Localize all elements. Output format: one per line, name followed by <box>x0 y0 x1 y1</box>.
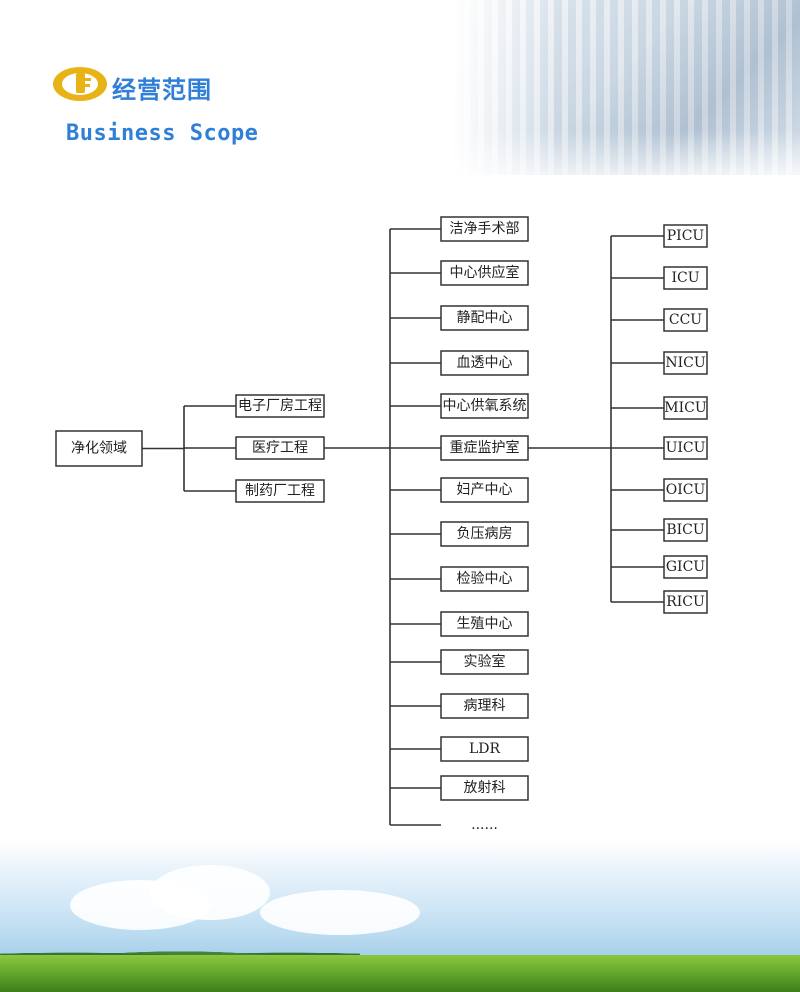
level2-node: 静配中心 <box>440 305 529 331</box>
node-box <box>440 350 529 376</box>
node-label: 中心供氧系统 <box>443 398 527 414</box>
node-box <box>663 590 708 614</box>
node-label: 洁净手术部 <box>450 221 520 237</box>
node-box <box>440 736 529 762</box>
node-label: 病理科 <box>464 698 506 714</box>
node-box <box>663 555 708 579</box>
node-box <box>440 611 529 637</box>
node-label: PICU <box>667 228 705 244</box>
level1-node: 制药厂工程 <box>235 479 325 503</box>
tree-edges <box>142 228 664 826</box>
node-label: 重症监护室 <box>450 439 520 456</box>
level3-node: OICU <box>663 478 708 502</box>
node-box <box>440 521 529 547</box>
level2-node: 血透中心 <box>440 350 529 376</box>
node-box <box>440 393 529 419</box>
level2-node: 实验室 <box>440 649 529 675</box>
node-label: 中心供应室 <box>450 264 520 281</box>
node-box <box>440 305 529 331</box>
header-background-fade <box>450 130 800 190</box>
node-label: 负压病房 <box>457 526 513 542</box>
node-box <box>440 435 529 461</box>
node-label: 血透中心 <box>457 355 513 371</box>
company-logo-icon <box>53 67 107 101</box>
node-label: 电子厂房工程 <box>238 398 322 414</box>
node-label: GICU <box>666 559 705 575</box>
level1-node: 医疗工程 <box>235 436 325 460</box>
node-label: RICU <box>666 594 705 610</box>
node-box <box>663 518 708 542</box>
node-label: NICU <box>665 355 705 371</box>
node-box <box>440 693 529 719</box>
footer-grass <box>0 955 800 992</box>
level3-node: BICU <box>663 518 708 542</box>
node-box <box>663 224 708 248</box>
level2-node: 洁净手术部 <box>440 216 529 242</box>
node-label: 妇产中心 <box>457 481 513 498</box>
node-box <box>55 430 143 467</box>
level2-node: ...... <box>471 817 498 833</box>
node-box <box>440 775 529 801</box>
level3-node: CCU <box>663 308 708 332</box>
node-label: ...... <box>471 817 498 833</box>
node-label: 生殖中心 <box>457 615 513 632</box>
node-label: 医疗工程 <box>252 440 308 456</box>
node-box <box>235 436 325 460</box>
node-box <box>440 216 529 242</box>
root-node: 净化领域 <box>55 430 143 467</box>
level2-node: 中心供氧系统 <box>440 393 529 419</box>
level2-node: 检验中心 <box>440 566 529 592</box>
level3-node: PICU <box>663 224 708 248</box>
level2-node: 病理科 <box>440 693 529 719</box>
node-box <box>440 477 529 503</box>
node-box <box>663 266 708 290</box>
node-box <box>235 394 325 418</box>
level3-node: NICU <box>663 351 708 375</box>
node-label: 实验室 <box>464 653 506 670</box>
node-label: 检验中心 <box>457 571 513 587</box>
node-box <box>440 566 529 592</box>
page-title: 经营范围 <box>112 76 212 104</box>
level2-node: LDR <box>440 736 529 762</box>
node-box <box>663 478 708 502</box>
page-subtitle: Business Scope <box>66 121 259 146</box>
node-label: ICU <box>671 270 699 286</box>
node-label: LDR <box>469 741 501 757</box>
node-label: UICU <box>666 440 706 456</box>
node-label: OICU <box>666 482 706 498</box>
level3-node: ICU <box>663 266 708 290</box>
node-box <box>440 649 529 675</box>
level2-node: 妇产中心 <box>440 477 529 503</box>
level3-node: RICU <box>663 590 708 614</box>
node-label: 静配中心 <box>457 310 513 326</box>
node-label: 放射科 <box>464 780 506 796</box>
level2-node: 重症监护室 <box>440 435 529 461</box>
level2-node: 生殖中心 <box>440 611 529 637</box>
level3-node: UICU <box>663 436 708 460</box>
node-label: BICU <box>666 522 705 538</box>
node-box <box>663 351 708 375</box>
node-label: MICU <box>664 400 707 416</box>
node-box <box>663 436 708 460</box>
level1-node: 电子厂房工程 <box>235 394 325 418</box>
level3-node: GICU <box>663 555 708 579</box>
node-label: 净化领域 <box>71 441 127 457</box>
node-box <box>663 308 708 332</box>
level3-node: MICU <box>663 396 708 420</box>
level2-node: 负压病房 <box>440 521 529 547</box>
level2-node: 中心供应室 <box>440 260 529 286</box>
node-label: 制药厂工程 <box>245 483 315 499</box>
node-label: CCU <box>669 312 702 328</box>
node-box <box>663 396 708 420</box>
node-box <box>440 260 529 286</box>
level2-node: 放射科 <box>440 775 529 801</box>
node-box <box>235 479 325 503</box>
